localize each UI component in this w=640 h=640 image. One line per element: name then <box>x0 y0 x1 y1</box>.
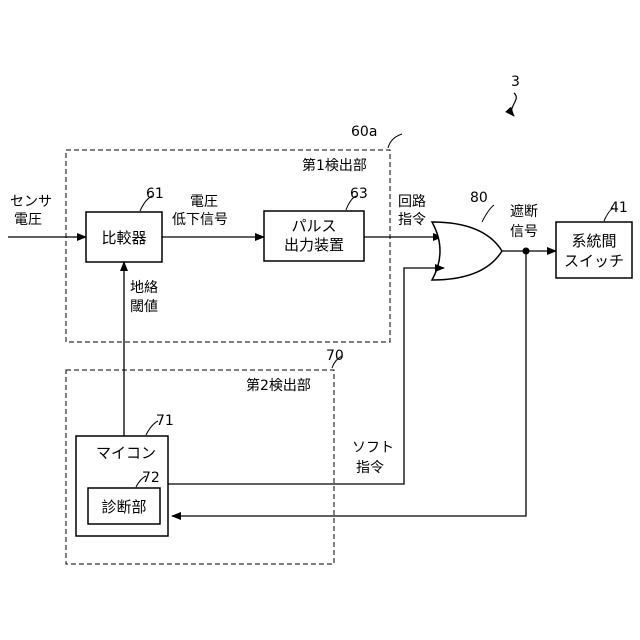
input-label-line1: センサ <box>10 194 52 210</box>
soft-cmd-label-line1: ソフト <box>352 440 394 456</box>
diagnosis-ref: 72 <box>142 470 160 486</box>
microcomputer-label: マイコン <box>96 444 156 462</box>
group1-ref: 60a <box>351 124 377 140</box>
soft-cmd-line <box>168 268 444 484</box>
switch-label-line1: 系統間 <box>571 232 616 250</box>
pulse-output-label-line2: 出力装置 <box>284 236 344 254</box>
pulse-output-ref: 63 <box>350 186 368 202</box>
comparator-label: 比較器 <box>101 229 146 247</box>
comparator-ref: 61 <box>146 186 164 202</box>
cutoff-label-line1: 遮断 <box>510 204 538 220</box>
or-gate <box>432 222 502 280</box>
figure-leader-line <box>512 93 517 116</box>
or-gate-leader-line <box>482 205 494 222</box>
second-detector-title: 第2検出部 <box>246 377 311 394</box>
or-gate-ref: 80 <box>470 190 488 206</box>
threshold-label-line1: 地絡 <box>130 280 158 296</box>
group2-ref: 70 <box>326 348 344 364</box>
circuit-cmd-label-line2: 指令 <box>398 212 426 228</box>
threshold-label-line2: 閾値 <box>130 299 158 315</box>
soft-cmd-label-line2: 指令 <box>356 460 384 476</box>
cutoff-label-line2: 信号 <box>510 224 538 240</box>
microcomputer-ref: 71 <box>156 413 174 429</box>
voltage-drop-label-line2: 低下信号 <box>172 212 228 228</box>
figure-number: 3 <box>511 74 520 90</box>
switch-ref: 41 <box>610 200 628 216</box>
circuit-cmd-label-line1: 回路 <box>398 194 426 210</box>
diagnosis-label: 診断部 <box>101 498 146 516</box>
input-label-line2: 電圧 <box>14 212 42 228</box>
first-detector-title: 第1検出部 <box>302 157 367 174</box>
pulse-output-label-line1: パルス <box>291 217 336 235</box>
switch-label-line2: スイッチ <box>564 252 624 270</box>
voltage-drop-label-line1: 電圧 <box>190 194 218 210</box>
group1-leader-line <box>388 134 402 148</box>
cutoff-feedback-line <box>172 251 526 516</box>
